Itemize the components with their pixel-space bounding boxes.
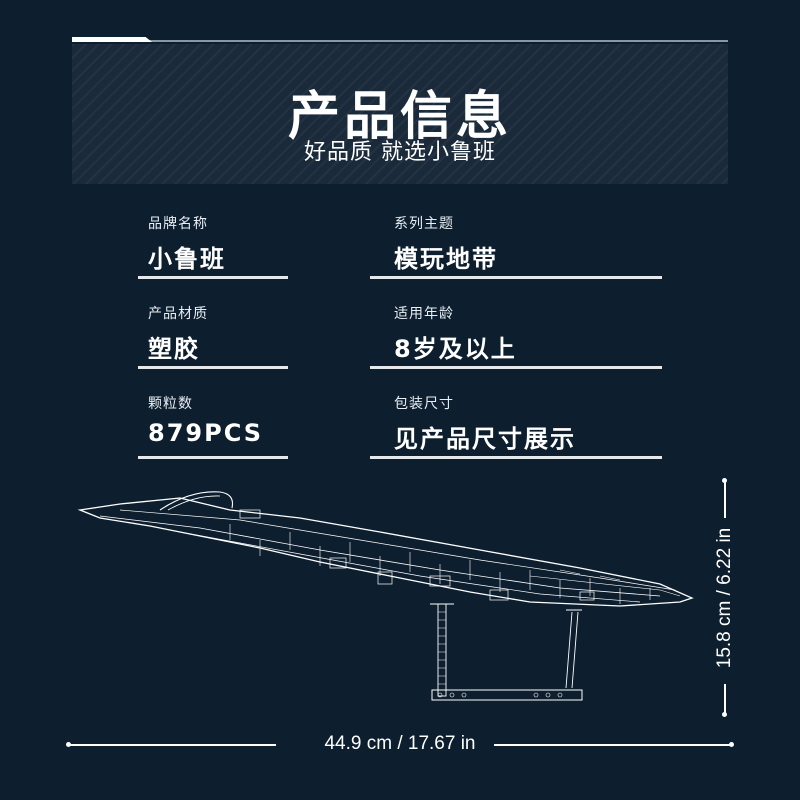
top-divider-accent	[72, 37, 152, 42]
info-label: 颗粒数	[148, 396, 193, 412]
info-underline	[138, 366, 288, 369]
info-label: 品牌名称	[148, 216, 208, 232]
info-pieces: 颗粒数 879PCS	[148, 393, 263, 447]
info-value: 塑胶	[148, 335, 200, 363]
product-line-drawing	[77, 491, 694, 701]
info-value: 8岁及以上	[394, 335, 517, 363]
info-underline	[138, 456, 288, 459]
info-value: 小鲁班	[148, 245, 226, 273]
info-value: 879PCS	[148, 419, 264, 447]
info-age: 适用年龄 8岁及以上	[394, 303, 517, 364]
info-series: 系列主题 模玩地带	[394, 213, 498, 274]
width-label: 44.9 cm / 17.67 in	[324, 733, 476, 754]
top-divider	[72, 40, 728, 42]
info-value: 模玩地带	[394, 245, 498, 273]
dimension-line	[724, 482, 726, 518]
info-material: 产品材质 塑胶	[148, 303, 208, 364]
info-label: 产品材质	[148, 306, 208, 322]
height-label: 15.8 cm / 6.22 in	[714, 527, 735, 669]
page-subtitle: 好品质 就选小鲁班	[304, 140, 496, 165]
width-dimension: 44.9 cm / 17.67 in	[66, 733, 734, 757]
dimension-end-marker	[66, 742, 71, 747]
height-dimension: 15.8 cm / 6.22 in	[710, 478, 740, 718]
info-underline	[370, 276, 662, 279]
page-title: 产品信息	[287, 87, 512, 147]
dimension-end-marker	[722, 478, 727, 483]
info-underline	[370, 456, 662, 459]
header-banner: 产品信息 好品质 就选小鲁班	[72, 44, 728, 184]
dimension-end-marker	[729, 742, 734, 747]
info-package: 包装尺寸 见产品尺寸展示	[394, 393, 576, 454]
dimension-line	[724, 684, 726, 714]
info-value: 见产品尺寸展示	[394, 425, 576, 453]
info-underline	[138, 276, 288, 279]
info-label: 包装尺寸	[394, 396, 454, 412]
info-label: 适用年龄	[394, 306, 454, 322]
dimension-line	[68, 744, 276, 746]
info-label: 系列主题	[394, 216, 454, 232]
dimension-line	[494, 744, 732, 746]
dimension-end-marker	[722, 712, 727, 717]
info-brand: 品牌名称 小鲁班	[148, 213, 226, 274]
info-underline	[370, 366, 662, 369]
